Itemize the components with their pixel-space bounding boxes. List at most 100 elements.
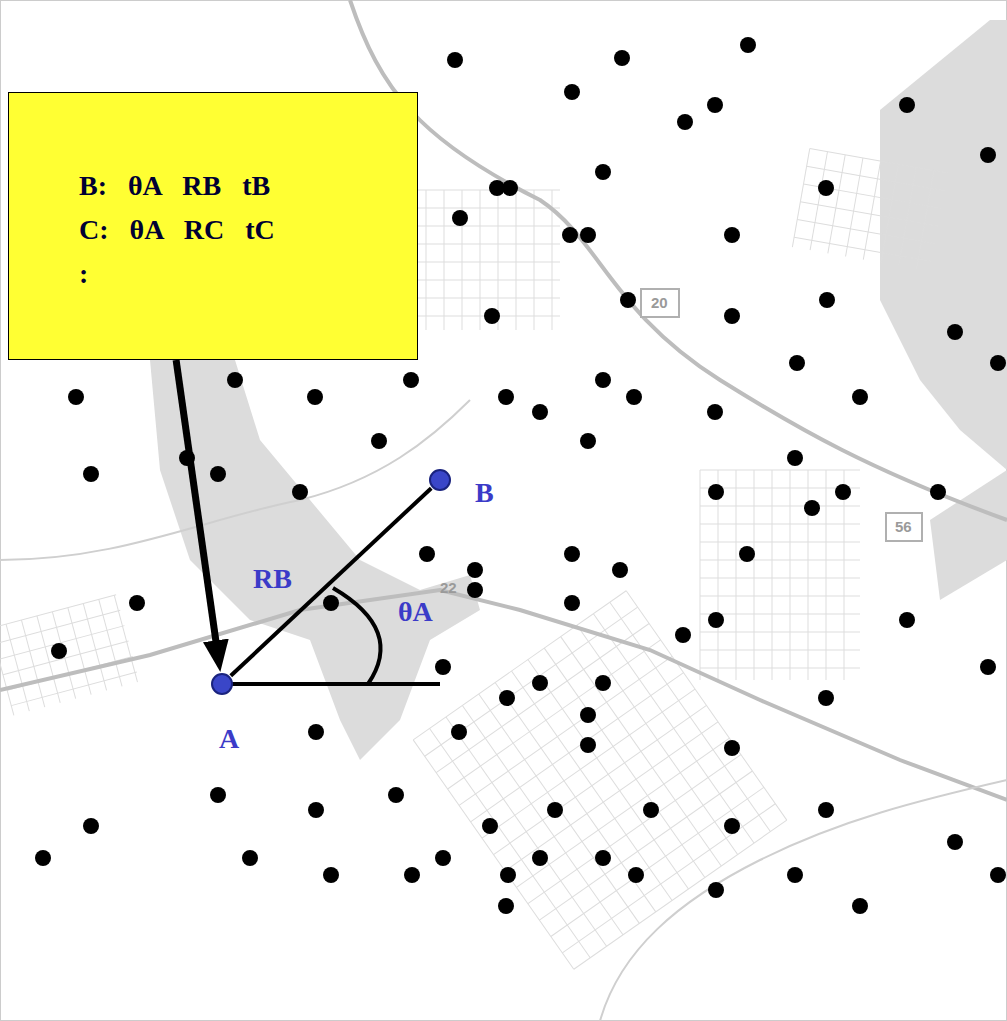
site-dot (980, 147, 996, 163)
site-dot (68, 389, 84, 405)
street (562, 804, 775, 953)
street (444, 190, 445, 330)
site-dot (562, 227, 578, 243)
street (479, 694, 640, 923)
site-dot (707, 97, 723, 113)
site-dot (129, 595, 145, 611)
site-dot (724, 740, 740, 756)
street (844, 470, 845, 680)
street (881, 164, 898, 262)
site-dot (899, 97, 915, 113)
site-dot (675, 627, 691, 643)
street (797, 220, 935, 244)
site-dot (852, 389, 868, 405)
street (899, 167, 916, 265)
site-dot (532, 404, 548, 420)
street (790, 470, 791, 680)
site-dot (899, 612, 915, 628)
site-dot (804, 500, 820, 516)
site-dot (819, 292, 835, 308)
water-region (880, 20, 1007, 470)
site-dot (580, 227, 596, 243)
site-dot (404, 867, 420, 883)
site-dot (595, 164, 611, 180)
street (0, 610, 120, 644)
site-dot (242, 850, 258, 866)
site-dot (564, 595, 580, 611)
site-dot (789, 355, 805, 371)
site-dot (403, 372, 419, 388)
site-dot (502, 180, 518, 196)
street (3, 641, 129, 675)
street (736, 470, 737, 680)
street (516, 190, 517, 330)
street (528, 755, 741, 904)
site-dot (83, 818, 99, 834)
street (700, 668, 860, 669)
street (794, 237, 932, 261)
street (718, 470, 719, 680)
street-block (413, 591, 787, 969)
site-dot (947, 324, 963, 340)
angle-arc (333, 588, 381, 684)
edge-label: RB (253, 564, 292, 594)
site-dot (499, 690, 515, 706)
site-dot (435, 850, 451, 866)
site-dot (371, 433, 387, 449)
street (413, 591, 626, 740)
street (916, 170, 933, 268)
site-dot (227, 372, 243, 388)
street (772, 470, 773, 680)
reference-line (222, 682, 440, 686)
street (800, 202, 938, 226)
site-dot (614, 50, 630, 66)
site-dot (708, 612, 724, 628)
highway-road (350, 0, 1007, 520)
site-dot (467, 582, 483, 598)
site-dot (35, 850, 51, 866)
street (471, 673, 684, 822)
street (505, 722, 718, 871)
street (700, 632, 860, 633)
street-block (700, 470, 860, 680)
site-dot (990, 355, 1006, 371)
street (700, 650, 860, 651)
site-dot (980, 659, 996, 675)
route-number: 22 (440, 579, 457, 597)
street (0, 595, 116, 629)
point-label: A (219, 724, 239, 754)
table-row: C: θA RC tC (79, 208, 397, 252)
street (482, 689, 695, 838)
street (534, 190, 535, 330)
street-block (792, 149, 947, 272)
site-dot (724, 227, 740, 243)
site-dot (787, 867, 803, 883)
site-node: A (211, 673, 233, 695)
street (700, 542, 860, 543)
street (700, 470, 860, 471)
site-dot (643, 802, 659, 818)
site-dot (947, 834, 963, 850)
site-dot (51, 643, 67, 659)
point-label: B (475, 478, 494, 508)
street (480, 190, 481, 330)
site-dot (818, 690, 834, 706)
note-box: B: θA RB tBC: θA RC tC: (8, 92, 418, 360)
pointer-arrow (176, 360, 216, 642)
site-dot (83, 466, 99, 482)
street (792, 149, 809, 247)
site-dot (612, 562, 628, 578)
street (459, 656, 672, 805)
site-dot (564, 84, 580, 100)
site-dot (452, 210, 468, 226)
street (846, 158, 863, 256)
angle-label: θA (398, 597, 433, 627)
site-dot (787, 450, 803, 466)
street (810, 152, 827, 250)
site-dot (990, 867, 1006, 883)
street (494, 705, 707, 854)
site-node: B (429, 469, 451, 491)
street (863, 161, 880, 259)
highway-road (0, 590, 1007, 800)
